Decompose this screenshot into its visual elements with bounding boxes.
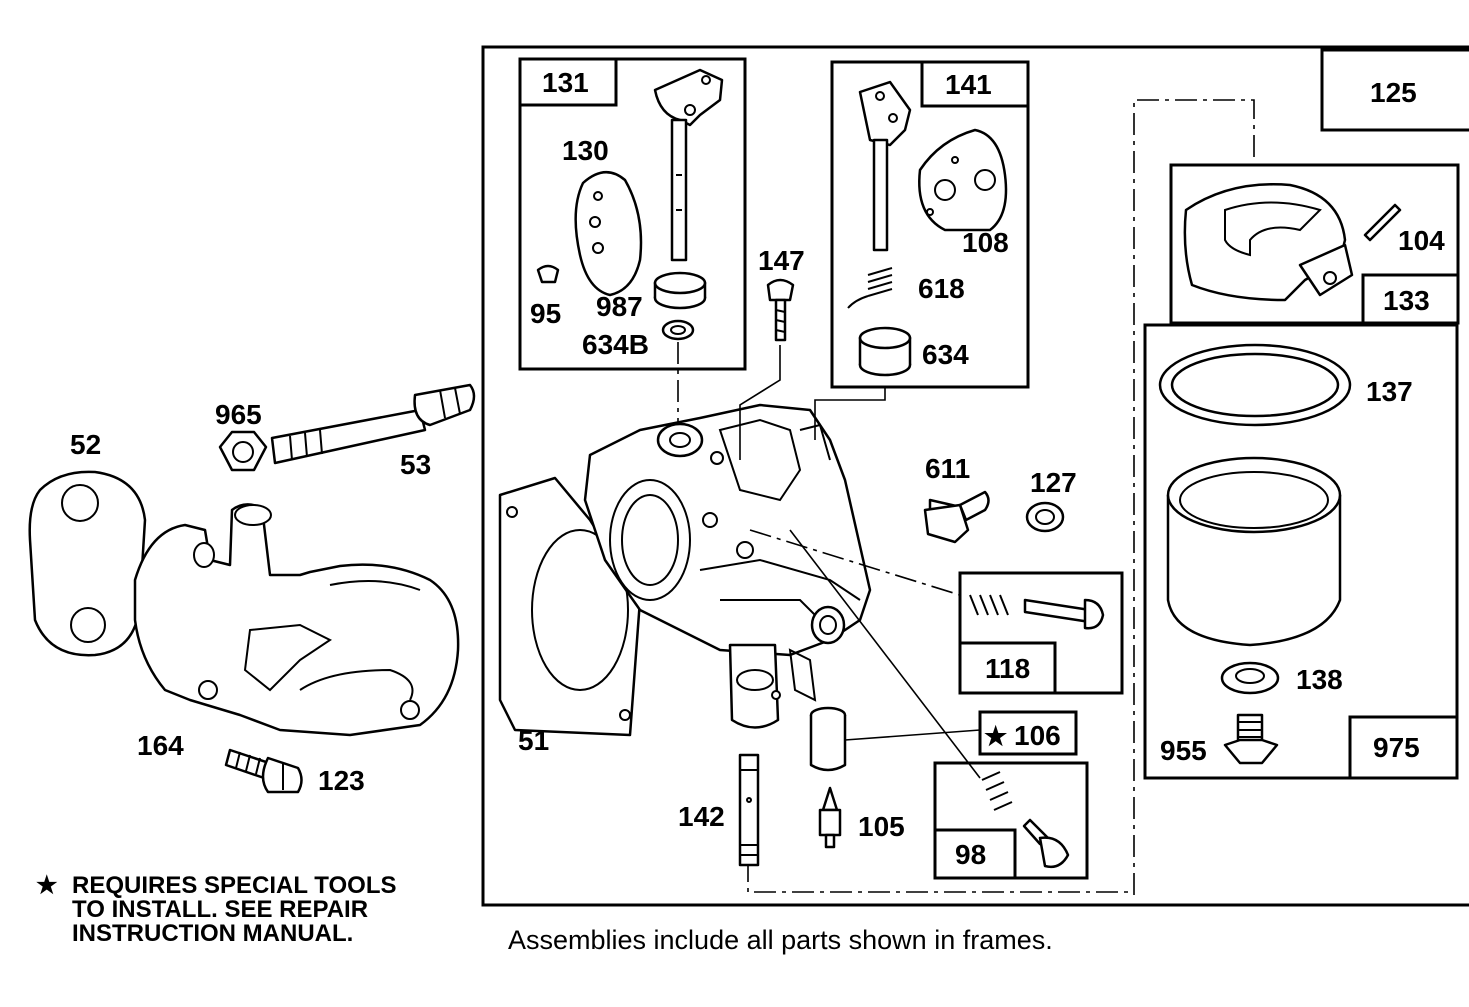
label-box-106 [978,710,1078,756]
screw-123 [224,748,303,794]
star-106: ★ [984,721,1008,751]
seal-987 [653,271,707,310]
label-108: 108 [962,227,1009,258]
main-jet-142 [738,753,760,867]
label-52: 52 [70,429,101,460]
intake-elbow-164 [133,503,460,737]
nut-965 [218,430,268,472]
label-53: 53 [400,449,431,480]
nozzle-106 [809,706,847,772]
seal-634 [858,326,912,377]
throttle-shaft [653,68,724,262]
label-130: 130 [562,135,609,166]
label-95: 95 [530,298,561,329]
label-box-98 [933,828,1017,880]
label-box-975 [1348,715,1459,780]
bowl-nut-955 [1223,713,1279,765]
star-icon: ★ [36,872,58,899]
carburetor-assembly-frame [481,45,1469,907]
label-955: 955 [1160,735,1207,766]
label-123: 123 [318,765,365,796]
gasket-52 [28,470,147,657]
special-tools-note: ★ REQUIRES SPECIAL TOOLS TO INSTALL. SEE … [36,874,397,946]
gasket-51 [498,476,642,737]
choke-plate-108 [918,128,1008,232]
gasket-137 [1158,343,1352,427]
main-jet-centerline [747,860,1134,893]
washer-634b [661,319,695,341]
needle-screw-118 [1023,598,1105,630]
label-box-118 [958,641,1057,695]
spring-618 [847,267,893,309]
label-965: 965 [215,399,262,430]
washer-138 [1220,661,1280,695]
label-138: 138 [1296,664,1343,695]
frames-caption: Assemblies include all parts shown in fr… [508,925,1053,955]
bowl-assembly-boundary [1133,99,1255,895]
spring-98 [981,771,1013,811]
label-618: 618 [918,273,965,304]
label-98: 98 [955,839,986,870]
throttle-plate-130 [574,171,643,297]
float-needle-105 [818,786,842,849]
screw-95 [536,264,560,284]
label-51: 51 [518,725,549,756]
label-131: 131 [542,67,589,98]
label-147: 147 [758,245,805,276]
label-104: 104 [1398,225,1445,256]
label-105: 105 [858,811,905,842]
note-line-1: REQUIRES SPECIAL TOOLS [72,872,397,899]
label-987: 987 [596,291,643,322]
label-142: 142 [678,801,725,832]
choke-shaft [858,80,912,252]
label-141: 141 [945,69,992,100]
label-137: 137 [1366,376,1413,407]
label-box-125 [1320,48,1469,132]
label-box-131 [518,57,618,107]
label-634b: 634B [582,329,649,360]
label-125: 125 [1370,77,1417,108]
label-634: 634 [922,339,969,370]
label-127: 127 [1030,467,1077,498]
fuel-pipe-53 [270,383,476,465]
note-line-2: TO INSTALL. SEE REPAIR [72,896,369,923]
label-box-141 [920,60,1030,108]
welch-plug-127 [1025,501,1065,533]
spring-118 [969,594,1009,616]
label-975: 975 [1373,732,1420,763]
label-106: 106 [1014,720,1061,751]
fitting-611 [923,490,990,544]
screw-98 [1022,818,1070,869]
float-bowl [1166,456,1342,647]
label-box-133 [1361,273,1460,325]
label-164: 164 [137,730,184,761]
pin-104 [1363,203,1402,242]
idle-screw-147 [766,278,795,342]
carburetor-body [583,403,872,729]
label-118: 118 [985,653,1030,684]
label-611: 611 [925,453,970,484]
label-133: 133 [1383,285,1430,316]
float-133 [1183,183,1354,302]
note-line-3: INSTRUCTION MANUAL. [72,920,354,947]
